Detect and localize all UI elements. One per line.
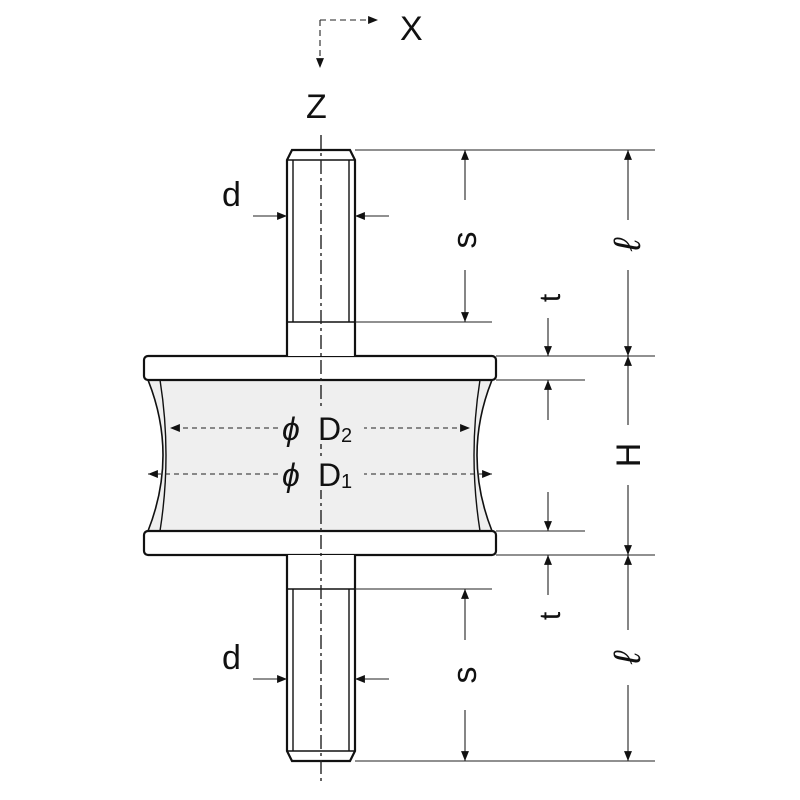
dim-l-top: ℓ [607,150,649,356]
dim-h: H [610,356,648,555]
dim-d-top: d [222,176,389,220]
label-s-top: s [446,232,484,249]
label-s-bottom: s [446,667,484,684]
dim-d2: ϕ D 2 [170,410,470,447]
x-axis-label: X [400,10,423,48]
label-h: H [610,443,648,468]
rubber-core [146,379,494,532]
label-t-bottom: t [534,611,567,620]
label-d2-letter: D [318,411,341,447]
z-axis-label: Z [306,88,327,126]
bottom-stud [285,555,357,763]
bottom-flange [142,529,498,557]
rubber-right-edge [473,379,481,532]
label-t-top: t [534,293,567,302]
label-d2-sub: 2 [341,425,352,447]
rubber-left-edge [159,379,167,532]
dim-d-bottom: d [222,639,389,683]
extension-lines [355,149,655,762]
label-d-bottom: d [222,639,241,677]
top-flange [142,354,498,382]
dim-t-bottom: t [534,492,567,620]
label-d-top: d [222,176,241,214]
dim-l-bottom: ℓ [607,555,649,761]
dim-s-top: s [446,150,484,322]
axis-indicator: X Z [306,10,423,126]
rubber-body [146,379,494,532]
dim-t-top: t [534,293,567,420]
label-l-bottom: ℓ [607,650,649,665]
label-l-top: ℓ [607,237,649,252]
label-d2-symbol: ϕ [282,411,300,447]
label-d1-sub: 1 [341,471,352,493]
dim-d1: ϕ D 1 [148,456,492,493]
label-d1-symbol: ϕ [282,457,300,493]
dim-s-bottom: s [446,589,484,761]
label-d1-letter: D [318,457,341,493]
